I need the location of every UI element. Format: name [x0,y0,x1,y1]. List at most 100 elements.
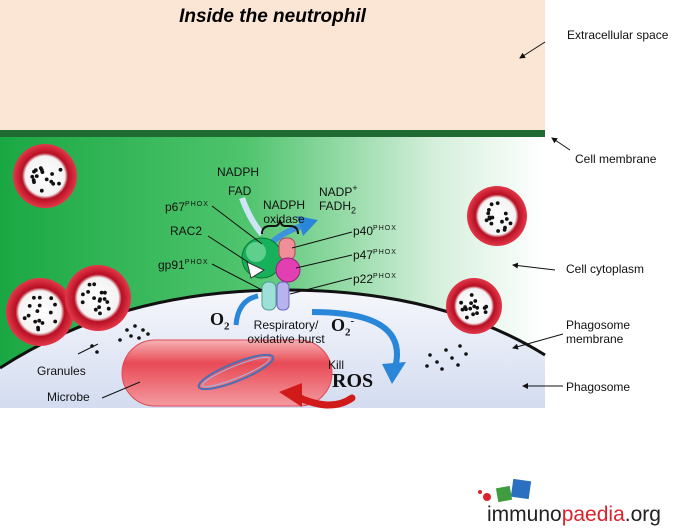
granule-dot [81,292,85,297]
o2-input-arrow [233,293,259,326]
granule-dot [472,304,477,309]
granule-dot [495,201,500,206]
granule-dot [465,315,469,320]
granule-dot [49,296,54,301]
granule-dot [97,305,101,310]
granule-dot [475,311,479,315]
region-arrows [512,41,571,389]
granule-dot [22,316,27,321]
granule-dot [464,307,468,312]
nadph-oxidation-arrowhead [297,216,318,236]
granule-dot [469,293,474,297]
label-fadh2: FADH2 [319,199,356,217]
granule [13,144,77,208]
granule-dot [27,304,32,308]
granule-dot [30,174,35,179]
granule-dot [37,295,42,300]
p22-superscript: PHOX [373,273,397,280]
label-cell-membrane: Cell membrane [575,152,657,166]
granule-dot [26,313,31,318]
granule-dot [32,169,36,174]
granule-dot [98,297,102,302]
label-fad: FAD [228,184,252,198]
label-superoxide: O2- [331,314,354,340]
granule-dot [503,211,508,216]
granule-dot [44,177,49,182]
granule-dot [50,172,54,176]
granule-dot [489,221,494,226]
label-gp91phox: gp91PHOX [158,256,209,272]
nadph-input-stream [239,196,265,236]
granule-contents [22,166,513,332]
p67-text: p67 [165,200,186,214]
granule-dot [32,180,36,185]
logo-icon [478,478,532,503]
p40-text: p40 [353,224,374,238]
logo-text-org: .org [624,503,661,526]
granule [6,278,74,346]
granule-dot [57,181,61,186]
granule-dot [53,302,57,307]
o2-subscript: 2 [224,320,230,333]
label-granules: Granules [37,364,86,378]
extracellular-region [0,0,545,132]
granule-dot [87,282,92,287]
label-p22phox: p22PHOX [353,270,397,286]
granule-dot [33,319,38,324]
granule-dot [487,208,491,212]
granule-dot [48,310,53,315]
granule-dot [38,166,43,171]
granule-dot [500,219,504,224]
diagram-title: Inside the neutrophil [179,6,366,27]
granule-dot [37,303,42,308]
rac2-subunit [246,261,266,279]
granules [6,144,527,346]
kill-arrowhead [279,383,302,407]
label-nadph-oxidase: NADPH oxidase [262,198,305,226]
p22-text: p22 [353,272,374,286]
released-granule-contents [90,324,468,371]
granule-dot [53,319,58,324]
label-cell-cytoplasm: Cell cytoplasm [566,262,645,276]
gp91-text: gp91 [158,258,185,272]
granule-dot [102,297,107,301]
granule-dot [473,299,478,303]
granule-dot [469,301,473,305]
granule-dot [34,174,39,179]
label-respiratory-burst: Respiratory/ oxidative burst [247,318,325,346]
label-ros: ROS [332,370,374,392]
kill-arrow [296,394,356,409]
immunopaedia-logo[interactable]: immunopaedia.org [487,503,661,527]
cell-membrane [0,130,545,137]
granule-dot [106,306,111,311]
granule-dot [496,229,500,233]
granule-dot [51,181,56,186]
granule-dot [92,282,97,287]
logo-text-paedia: paedia [561,503,625,526]
granule-dot [460,307,465,312]
superoxide-subscript: 2 [345,326,351,339]
granule-dot [80,300,85,305]
p47-text: p47 [353,248,374,262]
granule-dot [508,221,513,226]
granule-dot [93,307,98,312]
granule-dot [459,300,463,305]
granule [65,265,131,331]
label-phagosome-membrane: Phagosome membrane [566,318,631,346]
granule-dot [35,309,40,313]
superoxide-arrowhead [382,362,406,384]
granule-dot [490,215,495,220]
granule-dot [486,211,491,216]
nadp-text: NADP [319,185,353,199]
granule-dot [99,290,104,295]
fadh2-text: FADH [319,199,352,213]
granule-dot [483,310,488,314]
nadp-superscript: + [352,183,358,193]
label-p47phox: p47PHOX [353,246,397,262]
granule-dot [468,306,473,311]
gp91phox-subunit [261,281,277,311]
fadh2-subscript: 2 [351,205,357,216]
granule-dot [471,312,475,317]
p47phox-subunit [275,257,301,283]
